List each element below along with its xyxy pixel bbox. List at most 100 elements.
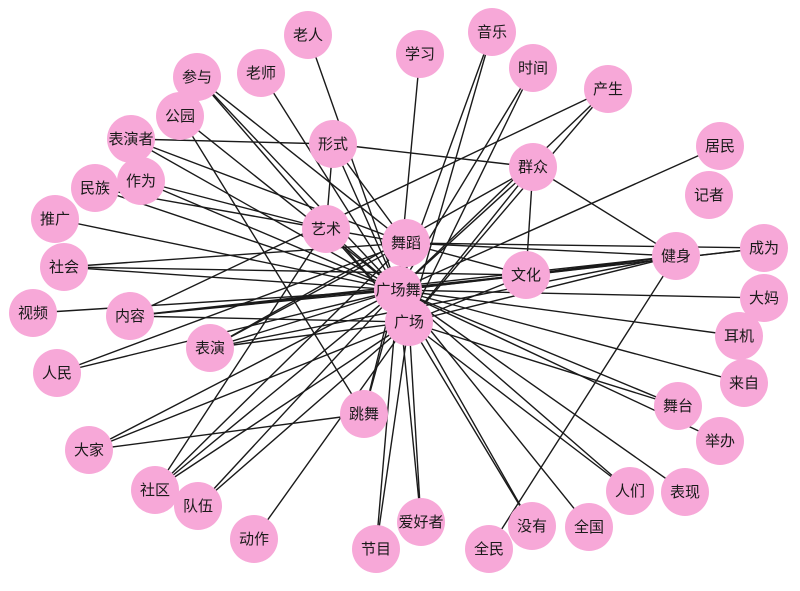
node-circle: [33, 349, 81, 397]
edge-guangchang-shequ: [154, 321, 410, 491]
node-wenhua: 文化: [502, 251, 550, 299]
node-jianshen: 健身: [652, 232, 700, 280]
edge-guangchang-biaoyan: [209, 321, 410, 349]
node-label: 成为: [749, 239, 779, 257]
node-label: 表演者: [108, 130, 153, 148]
node-circle: [309, 120, 357, 168]
edge-guangchang-neirong: [129, 315, 410, 323]
node-biaoyan: 表演: [186, 324, 234, 372]
node-circle: [340, 390, 388, 438]
node-label: 跳舞: [349, 405, 379, 423]
node-renmin: 人民: [33, 349, 81, 397]
node-dajia: 大家: [65, 426, 113, 474]
node-circle: [107, 115, 155, 163]
node-circle: [40, 243, 88, 291]
node-circle: [397, 498, 445, 546]
edge-guangchangwu-erji: [397, 289, 740, 337]
node-circle: [382, 219, 430, 267]
node-label: 耳机: [724, 327, 754, 345]
node-circle: [237, 49, 285, 97]
node-label: 记者: [694, 186, 724, 204]
node-circle: [685, 171, 733, 219]
node-label: 舞蹈: [391, 234, 421, 252]
edge-jianshen-quanmin: [488, 255, 677, 550]
edge-guangchangwu-shehui: [63, 266, 399, 291]
node-label: 举办: [705, 432, 735, 450]
node-yinyue: 音乐: [468, 8, 516, 56]
node-label: 广场: [394, 313, 424, 331]
node-circle: [230, 515, 278, 563]
node-jubang: 举办: [696, 417, 744, 465]
nodes-layer: 广场舞广场舞蹈艺术文化群众健身形式跳舞表演内容老人音乐学习时间产生参与老师公园表…: [9, 8, 788, 573]
edge-yishu-zuowei: [140, 180, 327, 230]
node-circle: [715, 312, 763, 360]
edge-guangchang-canyu: [196, 76, 410, 323]
node-minzu: 民族: [71, 164, 119, 212]
node-biaoyanzhe: 表演者: [107, 115, 155, 163]
node-shehui: 社会: [40, 243, 88, 291]
node-label: 形式: [318, 135, 348, 153]
node-chansheng: 产生: [584, 65, 632, 113]
node-xuexi: 学习: [396, 30, 444, 78]
node-label: 全国: [574, 518, 604, 536]
node-circle: [173, 53, 221, 101]
node-label: 作为: [126, 172, 156, 190]
edge-guangchang-renmen: [408, 321, 631, 492]
node-yishu: 艺术: [302, 205, 350, 253]
edge-qunzhong-xingshi: [332, 143, 534, 168]
node-label: 产生: [593, 80, 623, 98]
node-laoren: 老人: [284, 11, 332, 59]
node-label: 人们: [615, 482, 645, 500]
node-circle: [352, 525, 400, 573]
node-circle: [71, 164, 119, 212]
node-circle: [65, 426, 113, 474]
edge-tiaowu-dajia: [88, 413, 365, 451]
node-label: 队伍: [183, 497, 213, 515]
edge-wudao-renmin: [56, 242, 407, 374]
edge-yishu-shequ: [154, 228, 327, 491]
edge-guangchang-aihaozhe: [408, 321, 422, 523]
node-label: 推广: [40, 210, 70, 228]
node-label: 表现: [670, 483, 700, 501]
node-circle: [508, 502, 556, 550]
edge-guangchang-wutai: [408, 321, 679, 407]
node-label: 学习: [405, 45, 435, 63]
node-circle: [652, 232, 700, 280]
node-neirong: 内容: [106, 292, 154, 340]
node-label: 时间: [518, 59, 548, 77]
node-label: 广场舞: [375, 281, 420, 299]
edge-guangchangwu-renmen: [397, 289, 631, 492]
node-circle: [502, 251, 550, 299]
node-label: 参与: [182, 68, 212, 86]
node-circle: [740, 224, 788, 272]
edge-wudao-shequ: [154, 242, 407, 491]
edge-wudao-biaoyanzhe: [130, 138, 407, 244]
node-wudao: 舞蹈: [382, 219, 430, 267]
edge-xingshi-biaoyanzhe: [130, 138, 334, 145]
edge-guangchangwu-gongyuan: [179, 115, 399, 291]
node-circle: [302, 205, 350, 253]
node-biaoxian: 表现: [661, 468, 709, 516]
node-circle: [584, 65, 632, 113]
edge-tiaowu-gongyuan: [179, 115, 365, 415]
node-aihaozhe: 爱好者: [397, 498, 445, 546]
node-label: 舞台: [663, 397, 693, 415]
node-laizi: 来自: [720, 359, 768, 407]
node-qunzhong: 群众: [509, 143, 557, 191]
edge-guangchangwu-dajia: [88, 289, 399, 451]
edge-guangchangwu-biaoxian: [397, 289, 686, 493]
edge-guangchang-duiwu: [197, 321, 410, 507]
node-shequ: 社区: [131, 466, 179, 514]
node-canyu: 参与: [173, 53, 221, 101]
node-renmen: 人们: [606, 467, 654, 515]
node-circle: [565, 503, 613, 551]
node-circle: [284, 11, 332, 59]
node-gongyuan: 公园: [156, 92, 204, 140]
node-label: 人民: [42, 364, 72, 382]
node-laoshi: 老师: [237, 49, 285, 97]
node-circle: [720, 359, 768, 407]
node-dama: 大妈: [740, 274, 788, 322]
node-circle: [654, 382, 702, 430]
edge-guangchangwu-duiwu: [197, 289, 399, 507]
